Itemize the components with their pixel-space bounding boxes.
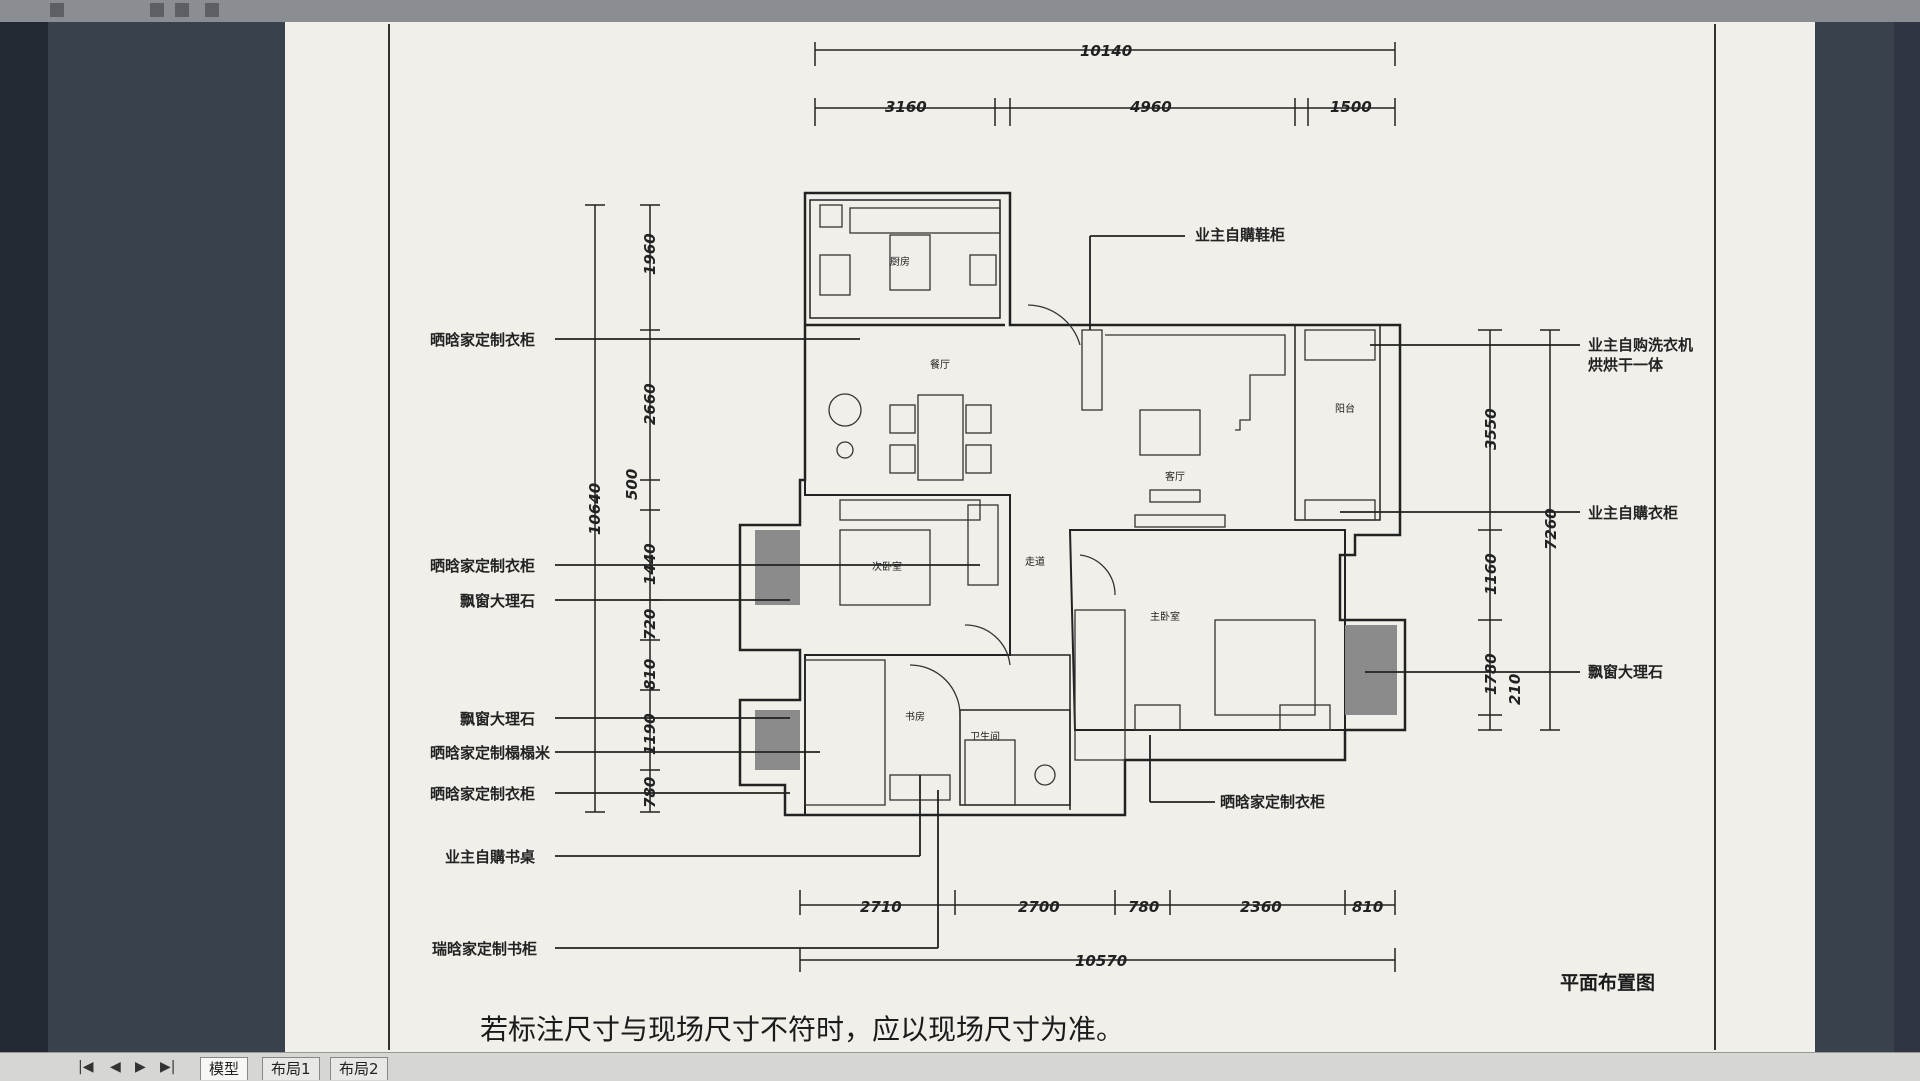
- dim-left-seg: 2660: [641, 383, 659, 425]
- label-right-washer: 业主自购洗衣机: [1588, 336, 1693, 354]
- prev-icon[interactable]: ◀: [110, 1059, 121, 1075]
- dim-left-seg: 1960: [641, 233, 659, 275]
- label-right-shoe-cabinet: 业主自購鞋柜: [1195, 226, 1285, 244]
- label-right-wardrobe: 业主自購衣柜: [1588, 504, 1678, 522]
- next-icon[interactable]: ▶: [135, 1059, 146, 1075]
- label-right-washer-2: 烘烘干一体: [1588, 356, 1664, 374]
- label-left-bookcase: 瑞晗家定制书柜: [432, 940, 537, 958]
- drawing-title: 平面布置图: [1560, 972, 1656, 994]
- dim-left-seg: 500: [623, 469, 641, 500]
- room-kitchen: 厨房: [890, 255, 910, 268]
- first-icon[interactable]: |◀: [78, 1059, 94, 1075]
- label-left-marble: 飘窗大理石: [460, 592, 535, 610]
- drawing-frame: [388, 24, 1716, 1050]
- label-left-wardrobe: 晒晗家定制衣柜: [430, 557, 535, 575]
- dim-bottom-seg: 2360: [1240, 898, 1282, 916]
- paper-sheet: [285, 22, 1815, 1052]
- room-master-bedroom: 主卧室: [1150, 610, 1180, 623]
- toolbar-icon[interactable]: [150, 3, 164, 17]
- tab-layout1[interactable]: 布局1: [262, 1057, 320, 1080]
- toolbar-icon[interactable]: [175, 3, 189, 17]
- label-left-tatami: 晒晗家定制榻榻米: [430, 744, 551, 762]
- room-balcony: 阳台: [1335, 402, 1355, 415]
- dim-left-total: 10640: [586, 483, 604, 535]
- dim-top-seg: 3160: [885, 98, 927, 116]
- app-icon[interactable]: [50, 3, 64, 17]
- dim-left-seg: 810: [641, 659, 659, 690]
- title-bar: [0, 0, 1920, 22]
- label-left-wardrobe: 晒晗家定制衣柜: [430, 785, 535, 803]
- dim-right-seg: 210: [1506, 674, 1524, 705]
- tab-layout2[interactable]: 布局2: [330, 1057, 388, 1080]
- dim-top-seg: 1500: [1330, 98, 1372, 116]
- toolbar-icon[interactable]: [205, 3, 219, 17]
- room-bathroom: 卫生间: [970, 730, 1000, 743]
- room-corridor: 走道: [1025, 555, 1045, 568]
- label-bottom-wardrobe: 晒晗家定制衣柜: [1220, 793, 1325, 811]
- dimension-note: 若标注尺寸与现场尺寸不符时，应以现场尺寸为准。: [480, 1013, 1125, 1046]
- dim-left-seg: 720: [641, 609, 659, 640]
- last-icon[interactable]: ▶|: [160, 1059, 176, 1075]
- room-second-bedroom: 次卧室: [872, 560, 902, 573]
- dim-right-seg: 1780: [1482, 653, 1500, 695]
- tab-model[interactable]: 模型: [200, 1057, 249, 1080]
- label-left-marble: 飘窗大理石: [460, 710, 535, 728]
- label-left-wardrobe: 晒晗家定制衣柜: [430, 331, 535, 349]
- room-living: 客厅: [1165, 470, 1185, 483]
- room-dining: 餐厅: [930, 358, 950, 371]
- label-right-marble: 飘窗大理石: [1588, 663, 1663, 681]
- dim-right-seg: 1160: [1482, 553, 1500, 595]
- dim-left-seg: 1190: [641, 713, 659, 755]
- dim-bottom-seg: 810: [1352, 898, 1383, 916]
- dim-top-total: 10140: [1080, 42, 1132, 60]
- dim-bottom-seg: 780: [1128, 898, 1159, 916]
- dim-bottom-total: 10570: [1075, 952, 1127, 970]
- dim-top-seg: 4960: [1129, 98, 1172, 116]
- dim-bottom-seg: 2700: [1018, 898, 1060, 916]
- dim-right-seg: 3550: [1482, 408, 1500, 450]
- layout-tab-bar: |◀ ◀ ▶ ▶| 模型 布局1 布局2: [0, 1052, 1920, 1081]
- label-left-desk: 业主自購书桌: [445, 848, 536, 866]
- dim-bottom-seg: 2710: [860, 898, 902, 916]
- room-study: 书房: [905, 710, 925, 723]
- dim-right-total: 7260: [1542, 508, 1560, 550]
